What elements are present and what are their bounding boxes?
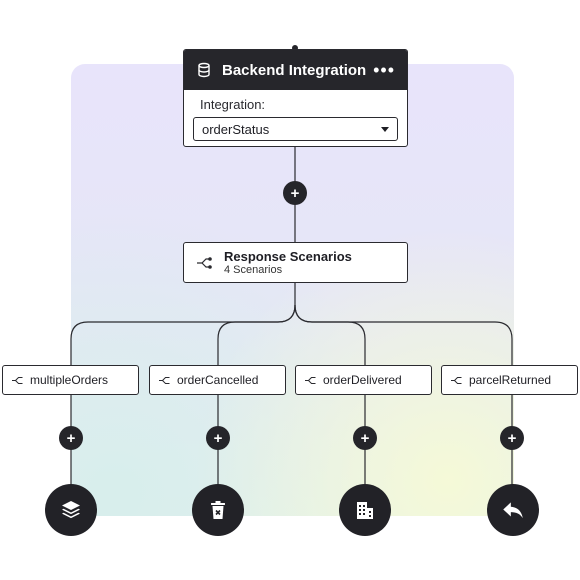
layers-icon bbox=[62, 501, 80, 519]
branch-node-multiple-orders[interactable]: multipleOrders bbox=[2, 365, 139, 395]
end-node-multiple-orders[interactable] bbox=[45, 484, 97, 536]
branch-label: parcelReturned bbox=[469, 373, 552, 387]
branch-label: orderCancelled bbox=[177, 373, 259, 387]
branch-node-order-cancelled[interactable]: orderCancelled bbox=[149, 365, 286, 395]
backend-integration-node[interactable]: Backend Integration ••• Integration: ord… bbox=[183, 49, 408, 147]
split-icon bbox=[197, 256, 212, 269]
backend-node-title: Backend Integration bbox=[222, 61, 367, 79]
branch-icon bbox=[305, 376, 316, 384]
backend-node-header: Backend Integration ••• bbox=[184, 50, 407, 90]
branch-icon bbox=[159, 376, 170, 384]
input-port[interactable] bbox=[292, 45, 298, 51]
add-step-button-order-cancelled[interactable]: + bbox=[206, 426, 230, 450]
integration-select-value: orderStatus bbox=[202, 121, 270, 137]
add-step-button-multiple-orders[interactable]: + bbox=[59, 426, 83, 450]
scenarios-count: 4 Scenarios bbox=[224, 263, 283, 276]
add-step-button[interactable]: + bbox=[283, 181, 307, 205]
end-node-order-cancelled[interactable] bbox=[192, 484, 244, 536]
branch-icon bbox=[451, 376, 462, 384]
end-node-parcel-returned[interactable] bbox=[487, 484, 539, 536]
integration-select[interactable]: orderStatus bbox=[193, 117, 398, 141]
database-icon bbox=[198, 62, 210, 78]
branch-label: orderDelivered bbox=[323, 373, 402, 387]
branch-node-order-delivered[interactable]: orderDelivered bbox=[295, 365, 432, 395]
more-horizontal-icon[interactable]: ••• bbox=[373, 60, 395, 80]
chevron-down-icon bbox=[381, 126, 389, 132]
trash-x-icon bbox=[211, 501, 225, 519]
add-step-button-parcel-returned[interactable]: + bbox=[500, 426, 524, 450]
integration-label: Integration: bbox=[200, 97, 266, 112]
reply-icon bbox=[503, 502, 523, 519]
scenarios-title: Response Scenarios bbox=[224, 248, 352, 264]
response-scenarios-node[interactable]: Response Scenarios 4 Scenarios bbox=[183, 242, 408, 283]
branch-label: multipleOrders bbox=[30, 373, 109, 387]
branch-node-parcel-returned[interactable]: parcelReturned bbox=[441, 365, 578, 395]
end-node-order-delivered[interactable] bbox=[339, 484, 391, 536]
branch-icon bbox=[12, 376, 23, 384]
add-step-button-order-delivered[interactable]: + bbox=[353, 426, 377, 450]
building-icon bbox=[357, 502, 373, 519]
